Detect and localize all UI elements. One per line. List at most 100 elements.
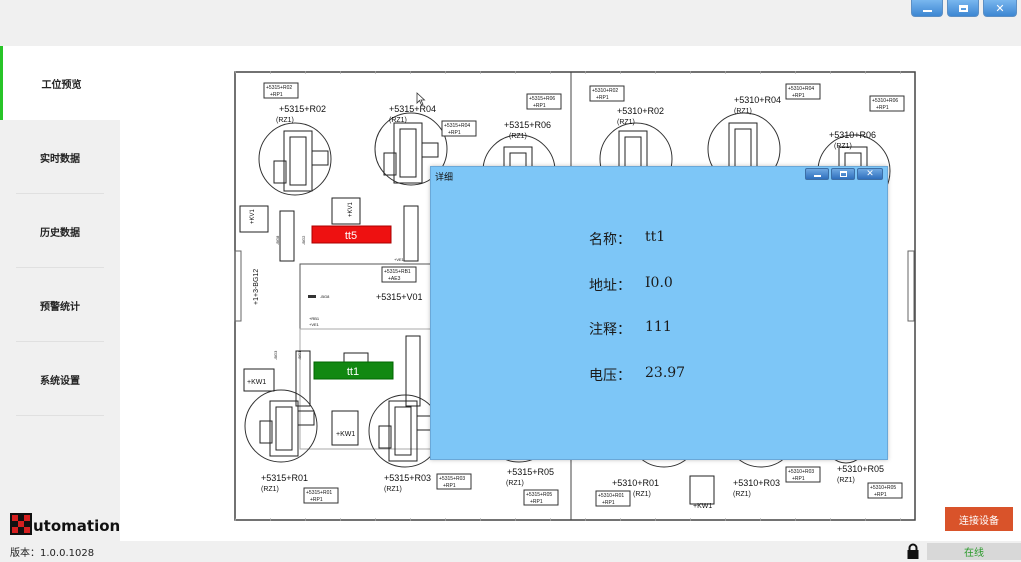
svg-text:+KV1: +KV1 (348, 201, 354, 217)
dialog-minimize-button[interactable] (805, 168, 829, 180)
box-label: +RP1 (792, 476, 805, 482)
station-label: +5315+R02 (279, 104, 326, 114)
station-label: +5310+R01 (612, 478, 659, 488)
mouse-cursor-icon (416, 92, 426, 106)
box-label: +RP1 (533, 103, 546, 109)
station-label: +5315+R06 (504, 120, 551, 130)
detail-key: 电压： (589, 368, 631, 384)
close-icon: ✕ (866, 168, 874, 179)
box-label: +5315+R04 (444, 123, 470, 129)
box-label: +RP1 (530, 499, 543, 505)
connect-device-button[interactable]: 连接设备 (945, 507, 1013, 531)
small-label: -BG8 (320, 294, 330, 299)
detail-value: I0.0 (645, 275, 673, 291)
station-label: +5315+R01 (261, 473, 308, 483)
maximize-icon (958, 4, 968, 12)
station-sub-label: (RZ1) (733, 491, 751, 498)
detail-row-address: 地址： I0.0 (589, 275, 673, 295)
station-label: +5310+R06 (829, 130, 876, 140)
detail-value: 23.97 (645, 365, 686, 381)
station-label: +5310+R04 (734, 95, 781, 105)
station-label: +5315+R03 (384, 473, 431, 483)
automation-logo: utomation (10, 513, 120, 535)
station-label: +5315+R04 (389, 104, 436, 114)
sidebar-item-realtime-data[interactable]: 实时数据 (0, 120, 120, 194)
box-label: +5310+R04 (788, 86, 814, 92)
minimize-button[interactable] (911, 0, 943, 17)
version-label: 版本：1.0.0.1028 (10, 548, 95, 559)
sidebar-item-label: 实时数据 (40, 153, 80, 165)
dialog-maximize-button[interactable] (831, 168, 855, 180)
station-label: +5310+R05 (837, 464, 884, 474)
box-label: +RP1 (596, 95, 609, 101)
sidebar-item-alarm-stats[interactable]: 预警统计 (0, 268, 120, 342)
box-label: +AE3 (388, 276, 401, 282)
marker-label: tt5 (345, 230, 357, 242)
station-sub-label: (RZ1) (276, 117, 294, 124)
sidebar-item-system-settings[interactable]: 系统设置 (0, 342, 120, 416)
sidebar-item-label: 历史数据 (40, 227, 80, 239)
station-label: +5310+R02 (617, 106, 664, 116)
kw-label: +KW1 (336, 431, 355, 438)
detail-key: 地址： (589, 278, 631, 294)
bg-label: -BG3 (273, 350, 278, 360)
logo-mark-icon (10, 513, 32, 535)
station-sub-label: (RZ1) (506, 480, 524, 487)
box-label: +5310+R02 (592, 88, 618, 94)
minimize-icon (813, 175, 821, 177)
sidebar-item-station-preview[interactable]: 工位预览 (0, 46, 120, 120)
station-sub-label: (RZ1) (389, 117, 407, 124)
station-label: +5310+R03 (733, 478, 780, 488)
title-bar: ✕ (0, 0, 1021, 46)
box-label: +RP1 (876, 105, 889, 111)
box-label: +RP1 (602, 500, 615, 506)
sidebar-item-history-data[interactable]: 历史数据 (0, 194, 120, 268)
close-button[interactable]: ✕ (983, 0, 1017, 17)
small-label: +VE1 (394, 257, 405, 262)
box-label: +5315+R02 (266, 85, 292, 91)
lock-icon[interactable] (906, 543, 920, 560)
kw-label: +KW1 (247, 379, 266, 386)
marker-tt1[interactable] (313, 361, 394, 380)
detail-row-voltage: 电压： 23.97 (589, 365, 685, 385)
box-label: +RP1 (792, 93, 805, 99)
detail-value: 111 (645, 319, 672, 335)
station-sub-label: (RZ1) (384, 486, 402, 493)
box-label: +5310+R01 (598, 493, 624, 499)
detail-key: 名称： (589, 232, 631, 248)
box-label: +5310+R06 (872, 98, 898, 104)
detail-value: tt1 (645, 229, 666, 245)
station-sub-label: (RZ1) (734, 108, 752, 115)
box-label: +5315+R05 (526, 492, 552, 498)
marker-tt5[interactable] (311, 225, 392, 244)
kw-label: +KW1 (693, 503, 712, 510)
window-controls: ✕ (911, 0, 1017, 17)
station-sub-label: (RZ1) (617, 119, 635, 126)
online-status-label: 在线 (964, 548, 984, 559)
detail-dialog: 详细 ✕ 名称： tt1 地址： I0.0 注释： 111 电压： 23.97 (430, 166, 888, 460)
box-label: +RP1 (310, 497, 323, 503)
center-station-label: +5315+V01 (376, 292, 423, 302)
maximize-button[interactable] (947, 0, 979, 17)
box-label: +RP1 (443, 483, 456, 489)
bg-label: -BG1 (297, 350, 302, 360)
box-label: +5310+R05 (870, 485, 896, 491)
box-label: +RP1 (448, 130, 461, 136)
detail-row-comment: 注释： 111 (589, 319, 672, 339)
box-label: +5310+R03 (788, 469, 814, 475)
box-label: +5315+R01 (306, 490, 332, 496)
maximize-icon (839, 171, 847, 177)
side-label: +1+3-BG12 (253, 269, 260, 305)
online-status-badge: 在线 (927, 543, 1021, 560)
station-sub-label: (RZ1) (837, 477, 855, 484)
bg-label: -BG8 (275, 235, 280, 245)
dialog-close-button[interactable]: ✕ (857, 168, 883, 180)
marker-label: tt1 (347, 366, 359, 378)
station-sub-label: (RZ1) (509, 133, 527, 140)
sidebar-item-label: 系统设置 (40, 375, 80, 387)
detail-row-name: 名称： tt1 (589, 229, 665, 249)
station-label: +5315+R05 (507, 467, 554, 477)
minimize-icon (922, 9, 932, 12)
detail-key: 注释： (589, 322, 631, 338)
